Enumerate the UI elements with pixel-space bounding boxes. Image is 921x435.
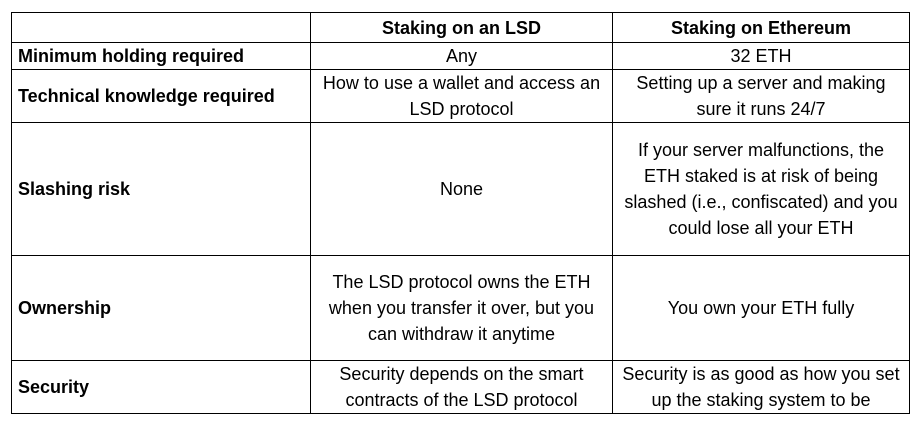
comparison-table: Staking on an LSD Staking on Ethereum Mi…: [11, 12, 910, 414]
ethereum-cell: You own your ETH fully: [612, 255, 910, 361]
ethereum-cell: Setting up a server and making sure it r…: [612, 69, 910, 123]
header-row: Staking on an LSD Staking on Ethereum: [11, 12, 910, 43]
lsd-cell: None: [310, 122, 613, 256]
row-label: Slashing risk: [11, 122, 311, 256]
row-label: Minimum holding required: [11, 42, 311, 70]
header-ethereum: Staking on Ethereum: [612, 12, 910, 43]
table-row: Technical knowledge required How to use …: [11, 69, 910, 123]
row-label: Ownership: [11, 255, 311, 361]
lsd-cell: Security depends on the smart contracts …: [310, 360, 613, 414]
header-lsd: Staking on an LSD: [310, 12, 613, 43]
table-row: Slashing risk None If your server malfun…: [11, 122, 910, 256]
ethereum-cell: 32 ETH: [612, 42, 910, 70]
lsd-cell: Any: [310, 42, 613, 70]
lsd-cell: The LSD protocol owns the ETH when you t…: [310, 255, 613, 361]
ethereum-cell: If your server malfunctions, the ETH sta…: [612, 122, 910, 256]
ethereum-cell: Security is as good as how you set up th…: [612, 360, 910, 414]
table-row: Security Security depends on the smart c…: [11, 360, 910, 414]
header-empty-cell: [11, 12, 311, 43]
row-label: Security: [11, 360, 311, 414]
table-row: Ownership The LSD protocol owns the ETH …: [11, 255, 910, 361]
lsd-cell: How to use a wallet and access an LSD pr…: [310, 69, 613, 123]
row-label: Technical knowledge required: [11, 69, 311, 123]
table-row: Minimum holding required Any 32 ETH: [11, 42, 910, 70]
